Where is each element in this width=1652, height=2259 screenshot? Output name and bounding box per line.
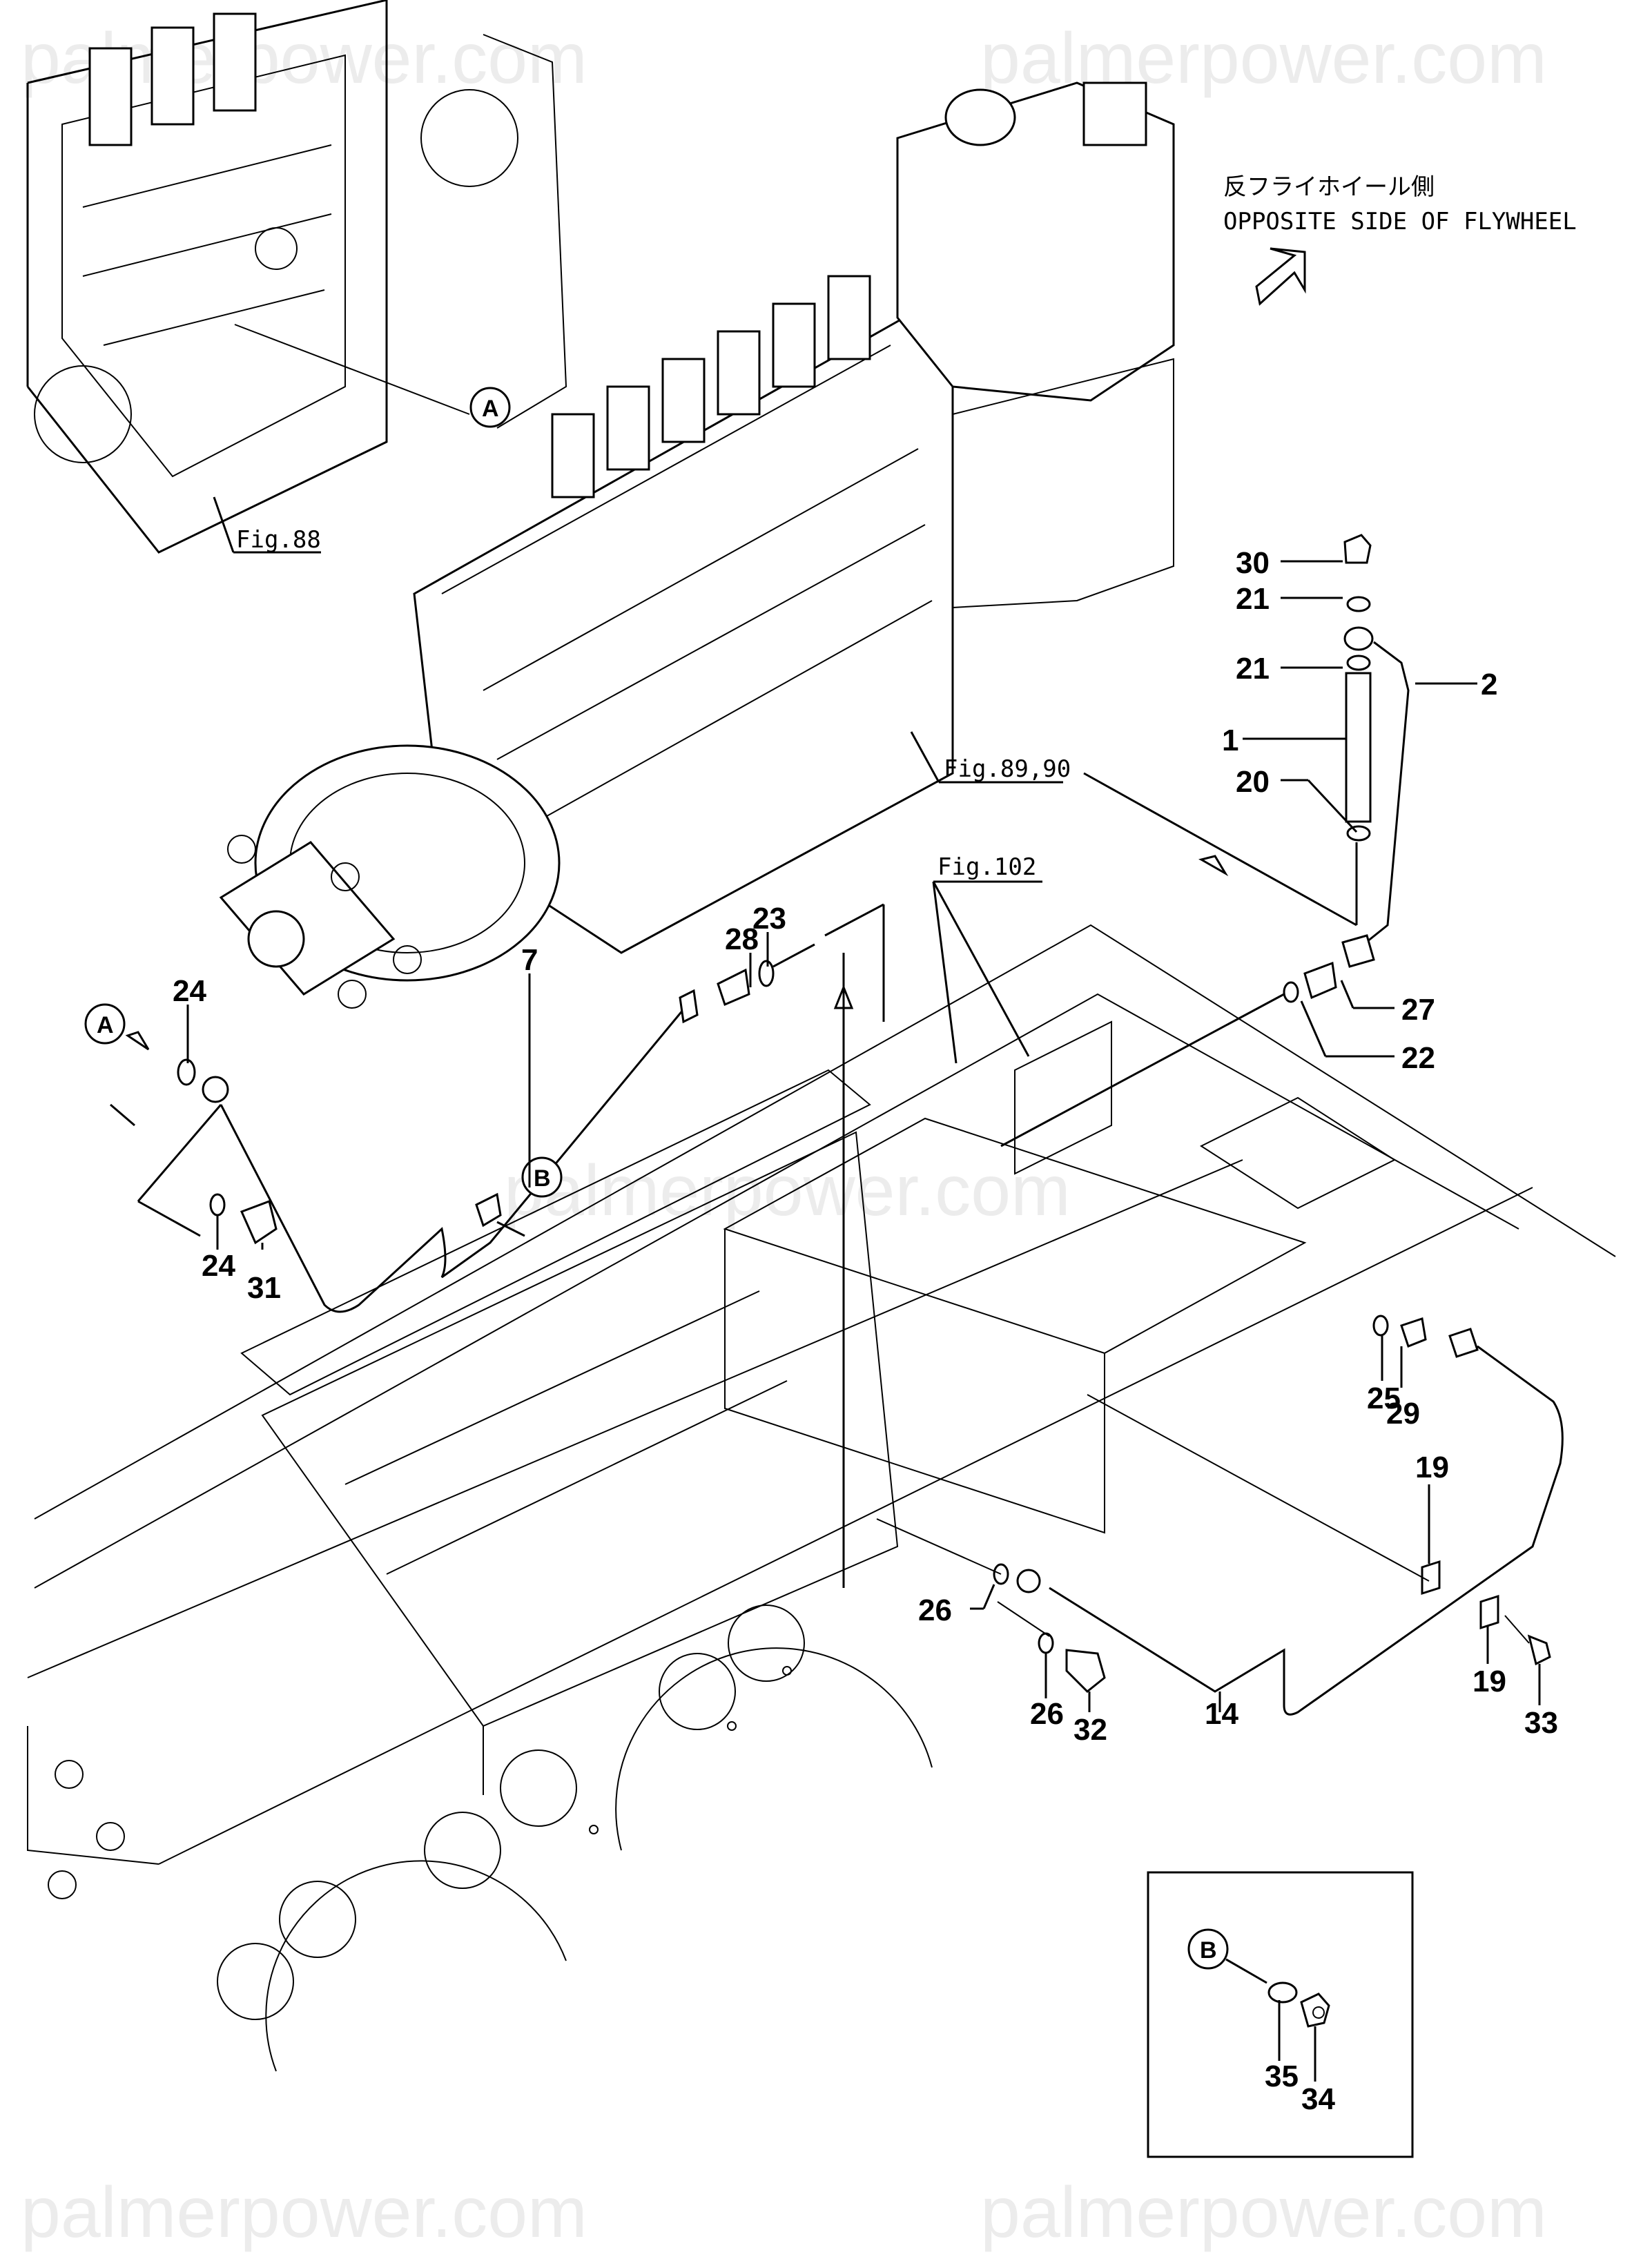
watermark-bottom-left: palmerpower.com xyxy=(21,2173,587,2253)
part-number-19: 19 xyxy=(1415,1451,1449,1484)
direction-note-japanese: 反フライホイール側 xyxy=(1223,173,1435,201)
injection-pump xyxy=(219,81,1175,1009)
part-number-2: 2 xyxy=(1481,668,1497,701)
part-number-29: 29 xyxy=(1386,1397,1420,1431)
part-number-21: 21 xyxy=(1236,582,1270,616)
fig-102-ref: Fig.102 xyxy=(932,853,1042,1064)
pipe-14-assembly xyxy=(876,1315,1564,1716)
part-number-26: 26 xyxy=(1030,1697,1064,1731)
detail-box-b: B 35 34 xyxy=(1147,1871,1414,2158)
leader-lines xyxy=(186,560,1541,1712)
part-number-34: 34 xyxy=(1301,2082,1335,2116)
fig-88-label: Fig.88 xyxy=(236,526,321,554)
part-number-7: 7 xyxy=(521,943,538,977)
injector-nozzles xyxy=(551,275,871,498)
detail-callout-b: B xyxy=(1200,1937,1217,1964)
part-number-22: 22 xyxy=(1401,1041,1435,1075)
part-number-28: 28 xyxy=(725,922,759,956)
part-number-26: 26 xyxy=(918,1593,952,1627)
watermark-bottom-right: palmerpower.com xyxy=(980,2173,1547,2253)
engine-partial-left xyxy=(26,0,567,554)
part-number-23: 23 xyxy=(752,902,786,935)
watermark-center: palmerpower.com xyxy=(504,1151,1071,1231)
callout-a-top: A xyxy=(469,387,511,428)
pipe-7-assembly xyxy=(110,903,885,1588)
direction-note-english: OPPOSITE SIDE OF FLYWHEEL xyxy=(1223,208,1577,235)
svg-text:A: A xyxy=(97,1012,114,1038)
callout-b-pipe: B xyxy=(521,1156,563,1198)
watermarks: palmerpower.com palmerpower.com palmerpo… xyxy=(21,19,1547,2253)
part-number-33: 33 xyxy=(1524,1706,1558,1740)
fig-88-ref: Fig.88 xyxy=(213,496,321,554)
part-number-25: 25 xyxy=(1367,1381,1401,1415)
part-number-1: 1 xyxy=(1222,724,1238,757)
part-number-20: 20 xyxy=(1236,765,1270,799)
flow-arrow-a-icon xyxy=(125,1031,150,1051)
part-number-24: 24 xyxy=(202,1249,235,1283)
fig-102-label: Fig.102 xyxy=(937,853,1036,881)
part-number-19: 19 xyxy=(1473,1665,1506,1698)
part-number-labels: 30 21 21 1 20 2 27 22 28 23 7 24 24 31 2… xyxy=(173,546,1558,1747)
flow-arrow-up-icon xyxy=(833,984,854,1009)
part-number-30: 30 xyxy=(1236,546,1270,580)
part-number-24: 24 xyxy=(173,974,206,1008)
svg-text:B: B xyxy=(534,1165,551,1192)
fig-89-90-label: Fig.89,90 xyxy=(944,755,1071,783)
part-number-32: 32 xyxy=(1073,1713,1107,1747)
part-number-27: 27 xyxy=(1401,993,1435,1027)
direction-arrow-icon xyxy=(1255,247,1306,306)
part-number-31: 31 xyxy=(247,1271,281,1305)
part-number-14: 14 xyxy=(1205,1697,1238,1731)
svg-text:A: A xyxy=(482,396,499,422)
part-number-35: 35 xyxy=(1265,2059,1299,2093)
engine-bed xyxy=(27,924,1616,2072)
direction-note: 反フライホイール側 OPPOSITE SIDE OF FLYWHEEL xyxy=(1223,173,1577,306)
filter-assembly xyxy=(1000,534,1410,1147)
part-number-21: 21 xyxy=(1236,652,1270,686)
fig-89-90-ref: Fig.89,90 xyxy=(910,731,1071,784)
flow-arrow-filter-icon xyxy=(1198,855,1229,877)
callout-a-pipe: A xyxy=(84,1003,126,1045)
